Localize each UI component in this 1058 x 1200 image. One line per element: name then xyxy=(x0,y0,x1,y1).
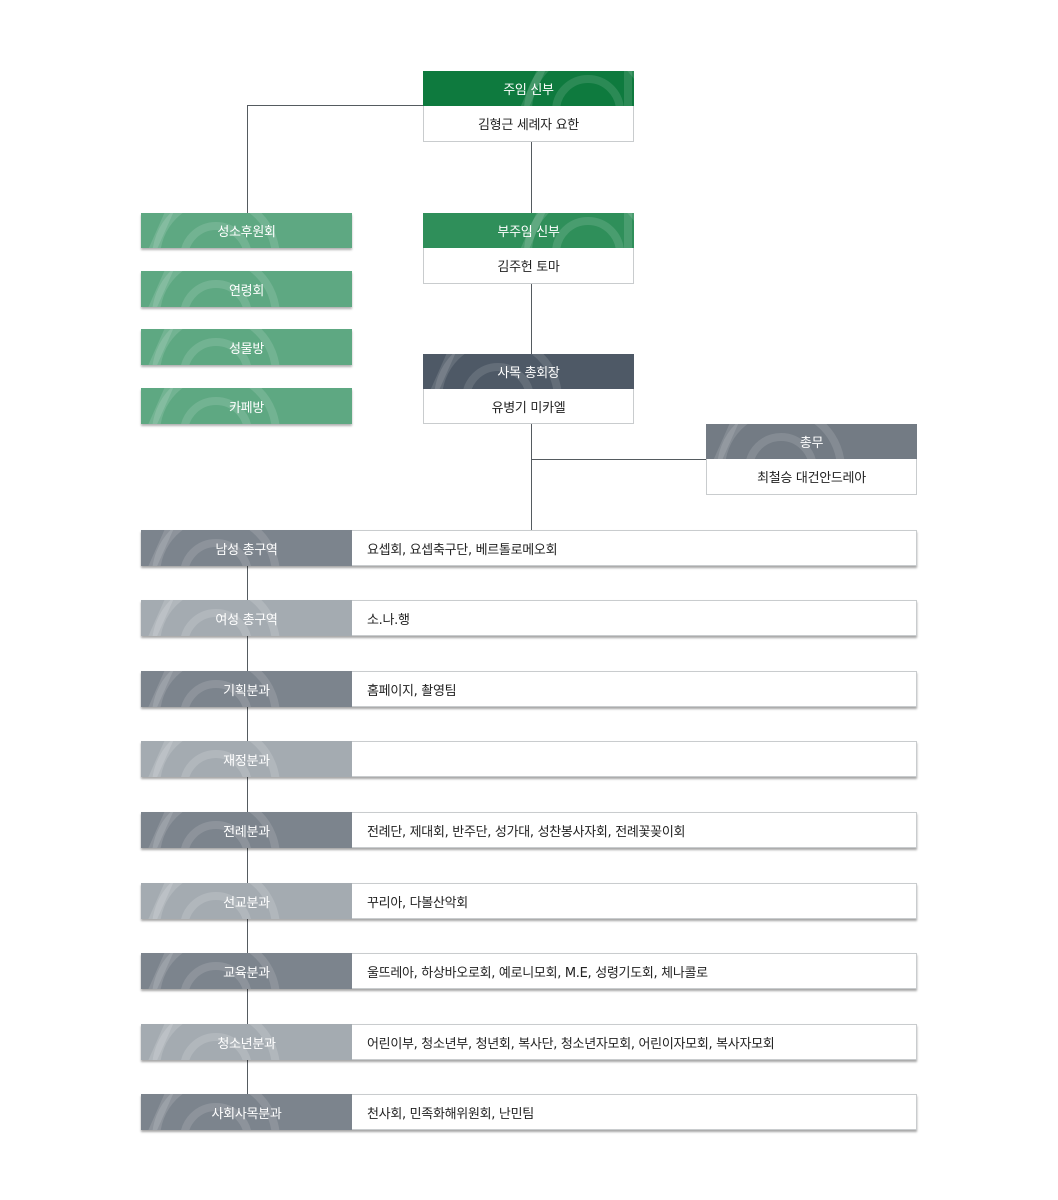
division-label: 사회사목분과 xyxy=(211,1106,282,1122)
general-affairs-box: 총무 최철승 대건안드레아 xyxy=(706,424,917,495)
left-group-label: 성물방 xyxy=(229,341,264,357)
division-members: 요셉회, 요셉축구단, 베르톨로메오회 xyxy=(352,530,917,566)
division-members xyxy=(352,741,917,777)
connector-line xyxy=(531,424,532,530)
council-president-name: 유병기 미카엘 xyxy=(423,389,634,424)
council-president-box: 사목 총회장 유병기 미카엘 xyxy=(423,354,634,424)
division-label-box: 기획분과 xyxy=(141,671,352,707)
left-group-label: 성소후원회 xyxy=(217,225,276,240)
division-label-box: 여성 총구역 xyxy=(141,600,352,636)
connector-line xyxy=(247,105,248,213)
division-row: 기획분과 홈페이지, 촬영팀 xyxy=(141,671,917,707)
pastor-title: 주임 신부 xyxy=(503,83,554,98)
left-group-label: 연령회 xyxy=(229,283,264,299)
division-row: 여성 총구역 소.나.행 xyxy=(141,600,917,636)
decorative-arc-pattern-icon xyxy=(148,671,280,707)
left-group-box: 카페방 xyxy=(141,388,352,424)
division-row: 사회사목분과 천사회, 민족화해위원회, 난민팀 xyxy=(141,1094,917,1130)
division-label-box: 청소년분과 xyxy=(141,1024,352,1060)
division-label: 여성 총구역 xyxy=(215,612,278,628)
decorative-arc-pattern-icon xyxy=(148,812,280,848)
decorative-arc-pattern-icon xyxy=(148,600,280,636)
division-label: 청소년분과 xyxy=(217,1036,276,1052)
division-label: 남성 총구역 xyxy=(215,542,278,558)
division-label-box: 교육분과 xyxy=(141,953,352,989)
division-label: 교육분과 xyxy=(223,965,270,981)
division-members: 어린이부, 청소년부, 청년회, 복사단, 청소년자모회, 어린이자모회, 복사… xyxy=(352,1024,917,1060)
division-members: 전례단, 제대회, 반주단, 성가대, 성찬봉사자회, 전례꽃꽂이회 xyxy=(352,812,917,848)
left-group-label: 카페방 xyxy=(229,400,264,416)
decorative-arc-pattern-icon xyxy=(148,953,280,989)
division-label-box: 선교분과 xyxy=(141,883,352,919)
left-group-box: 성물방 xyxy=(141,329,352,365)
decorative-arc-pattern-icon xyxy=(148,741,280,777)
council-president-header: 사목 총회장 xyxy=(423,354,634,389)
decorative-arc-pattern-icon xyxy=(148,271,280,307)
division-row: 남성 총구역 요셉회, 요셉축구단, 베르톨로메오회 xyxy=(141,530,917,566)
division-label-box: 남성 총구역 xyxy=(141,530,352,566)
division-row: 전례분과 전례단, 제대회, 반주단, 성가대, 성찬봉사자회, 전례꽃꽂이회 xyxy=(141,812,917,848)
decorative-arc-pattern-icon xyxy=(713,424,845,459)
left-group-box: 연령회 xyxy=(141,271,352,307)
division-members: 천사회, 민족화해위원회, 난민팀 xyxy=(352,1094,917,1130)
decorative-arc-pattern-icon xyxy=(148,883,280,919)
council-president-title: 사목 총회장 xyxy=(497,366,560,381)
division-row: 청소년분과 어린이부, 청소년부, 청년회, 복사단, 청소년자모회, 어린이자… xyxy=(141,1024,917,1060)
decorative-arc-pattern-icon xyxy=(520,213,634,248)
assistant-pastor-box: 부주임 신부 김주헌 토마 xyxy=(423,213,634,284)
connector-line xyxy=(247,566,248,1130)
decorative-arc-pattern-icon xyxy=(520,71,634,106)
connector-line xyxy=(531,284,532,354)
division-members: 꾸리아, 다볼산악회 xyxy=(352,883,917,919)
left-group-box: 성소후원회 xyxy=(141,213,352,248)
division-label: 선교분과 xyxy=(223,895,270,911)
decorative-arc-pattern-icon xyxy=(148,329,280,365)
decorative-arc-pattern-icon xyxy=(148,388,280,424)
connector-line xyxy=(531,459,706,460)
decorative-arc-pattern-icon xyxy=(148,1024,280,1060)
division-label: 기획분과 xyxy=(223,683,270,699)
decorative-arc-pattern-icon xyxy=(148,1094,280,1130)
division-label-box: 전례분과 xyxy=(141,812,352,848)
assistant-pastor-title: 부주임 신부 xyxy=(497,225,560,240)
decorative-arc-pattern-icon xyxy=(148,213,280,248)
division-label: 재정분과 xyxy=(223,753,270,769)
pastor-header: 주임 신부 xyxy=(423,71,634,106)
decorative-arc-pattern-icon xyxy=(430,354,562,389)
division-members: 울뜨레아, 하상바오로회, 예로니모회, M.E, 성령기도회, 체나콜로 xyxy=(352,953,917,989)
division-members: 소.나.행 xyxy=(352,600,917,636)
pastor-box: 주임 신부 김형근 세례자 요한 xyxy=(423,71,634,142)
division-row: 교육분과 울뜨레아, 하상바오로회, 예로니모회, M.E, 성령기도회, 체나… xyxy=(141,953,917,989)
decorative-arc-pattern-icon xyxy=(148,530,280,566)
general-affairs-header: 총무 xyxy=(706,424,917,459)
division-label: 전례분과 xyxy=(223,824,270,840)
assistant-pastor-header: 부주임 신부 xyxy=(423,213,634,248)
pastor-name: 김형근 세례자 요한 xyxy=(423,106,634,142)
general-affairs-title: 총무 xyxy=(799,436,824,451)
division-row: 선교분과 꾸리아, 다볼산악회 xyxy=(141,883,917,919)
connector-line xyxy=(531,142,532,213)
connector-line xyxy=(247,105,423,106)
assistant-pastor-name: 김주헌 토마 xyxy=(423,248,634,284)
division-members: 홈페이지, 촬영팀 xyxy=(352,671,917,707)
division-label-box: 사회사목분과 xyxy=(141,1094,352,1130)
division-label-box: 재정분과 xyxy=(141,741,352,777)
division-row: 재정분과 xyxy=(141,741,917,777)
general-affairs-name: 최철승 대건안드레아 xyxy=(706,459,917,495)
